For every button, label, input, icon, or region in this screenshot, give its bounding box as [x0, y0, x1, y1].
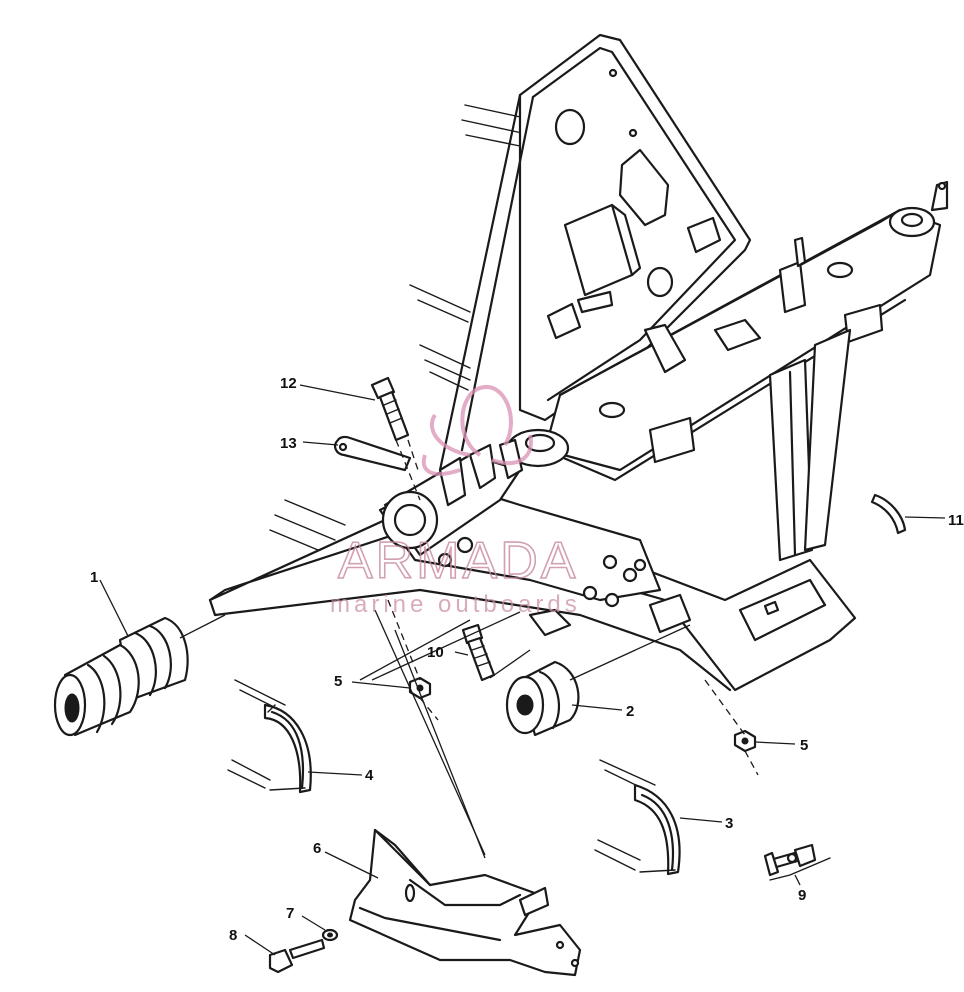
- rear-posts: [768, 328, 852, 562]
- callout-4: 4: [365, 767, 374, 784]
- background-frame-lines: [269, 104, 526, 556]
- part-2-small-bushing: [505, 660, 580, 737]
- callout-10: 10: [427, 644, 444, 661]
- part-6-guard-plate: [348, 828, 582, 977]
- callout-9: 9: [798, 887, 806, 904]
- octopus-logo-icon: [421, 384, 533, 476]
- part-5-nut-left: [408, 676, 432, 700]
- callout-11: 11: [948, 512, 964, 529]
- part-13-link-plate: [334, 435, 412, 472]
- part-11-clip: [870, 493, 907, 535]
- part-9-bolt-assembly: [763, 843, 831, 881]
- part-1-rubber-bushing: [53, 616, 189, 737]
- watermark-brand: ARMADA: [338, 532, 578, 590]
- part-7-washer: [321, 928, 339, 942]
- callout-12: 12: [280, 375, 297, 392]
- callout-7: 7: [286, 905, 294, 922]
- part-10-bolt: [461, 623, 496, 682]
- callout-8: 8: [229, 927, 237, 944]
- callout-labels: 1 2 3 4 5 5 6 7 8 9 10 11 12 13: [90, 375, 964, 944]
- callout-1: 1: [90, 569, 98, 586]
- part-4-chain-segment: [227, 679, 312, 794]
- callout-2: 2: [626, 703, 634, 720]
- callout-leaders: [99, 384, 946, 956]
- armada-watermark: ARMADA marine outboards: [330, 384, 581, 618]
- part-12-bolt: [370, 376, 410, 442]
- callout-13: 13: [280, 435, 297, 452]
- part-5-nut-right: [733, 729, 757, 753]
- part-8-bolt: [268, 938, 326, 974]
- callout-5-right: 5: [800, 737, 808, 754]
- part-3-chain-segment: [594, 759, 681, 876]
- assembly-guide-lines: [179, 439, 759, 859]
- frame-tower: [438, 33, 752, 472]
- callout-6: 6: [313, 840, 321, 857]
- pivot-tube-bracket: [381, 438, 524, 557]
- callout-3: 3: [725, 815, 733, 832]
- crossbar-beam: [506, 180, 949, 482]
- watermark-tagline: marine outboards: [330, 591, 581, 618]
- callout-5-left: 5: [334, 673, 342, 690]
